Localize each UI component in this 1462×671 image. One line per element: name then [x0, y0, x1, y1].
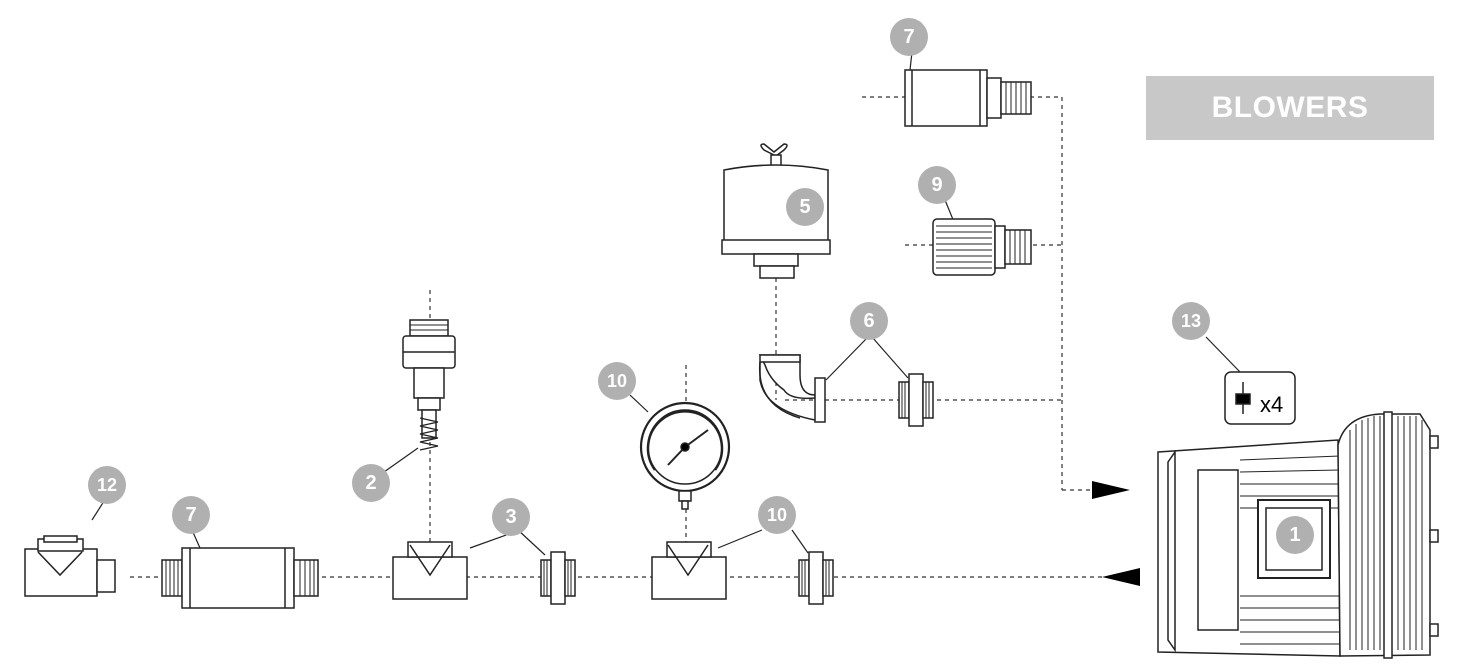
- tee-fitting-left: [392, 541, 468, 600]
- blower-part-1: [1157, 411, 1439, 659]
- nipple-part-6: [898, 373, 934, 427]
- tee-fitting-right: [651, 541, 727, 600]
- filter-part-9: [932, 218, 1032, 276]
- part-13-quantity: x4: [1260, 392, 1284, 417]
- silencer-part-7-top: [904, 69, 1032, 127]
- badge-part-9: 9: [918, 166, 956, 204]
- inlet-arrow-icon: [1092, 481, 1130, 499]
- badge-part-7-top: 7: [890, 18, 928, 56]
- badge-part-5: 5: [786, 188, 824, 226]
- badge-part-10-nipple: 10: [758, 496, 796, 534]
- badge-part-12: 12: [88, 466, 126, 504]
- nipple-part-10: [798, 551, 834, 605]
- silencer-part-7-bottom: [161, 547, 319, 609]
- diagram-title: BLOWERS: [1211, 91, 1369, 124]
- badge-part-2: 2: [352, 464, 390, 502]
- badge-part-6: 6: [850, 302, 888, 340]
- tee-plug-part-12: [24, 535, 116, 597]
- pressure-gauge-part-10: [639, 401, 731, 510]
- badge-part-1: 1: [1276, 516, 1314, 554]
- mount-part-13: [1224, 371, 1296, 425]
- relief-valve-part-2: [402, 319, 456, 451]
- badge-part-10-gauge: 10: [598, 362, 636, 400]
- badge-part-3: 3: [492, 498, 530, 536]
- badge-part-13: 13: [1172, 302, 1210, 340]
- intake-filter-part-5: [721, 143, 831, 279]
- title-banner: BLOWERS: [1146, 76, 1434, 140]
- elbow-part-6: [758, 354, 826, 423]
- outlet-arrow-icon: [1102, 568, 1140, 586]
- badge-part-7-bottom: 7: [172, 496, 210, 534]
- nipple-part-3: [540, 551, 576, 605]
- connection-lines: [130, 96, 1105, 578]
